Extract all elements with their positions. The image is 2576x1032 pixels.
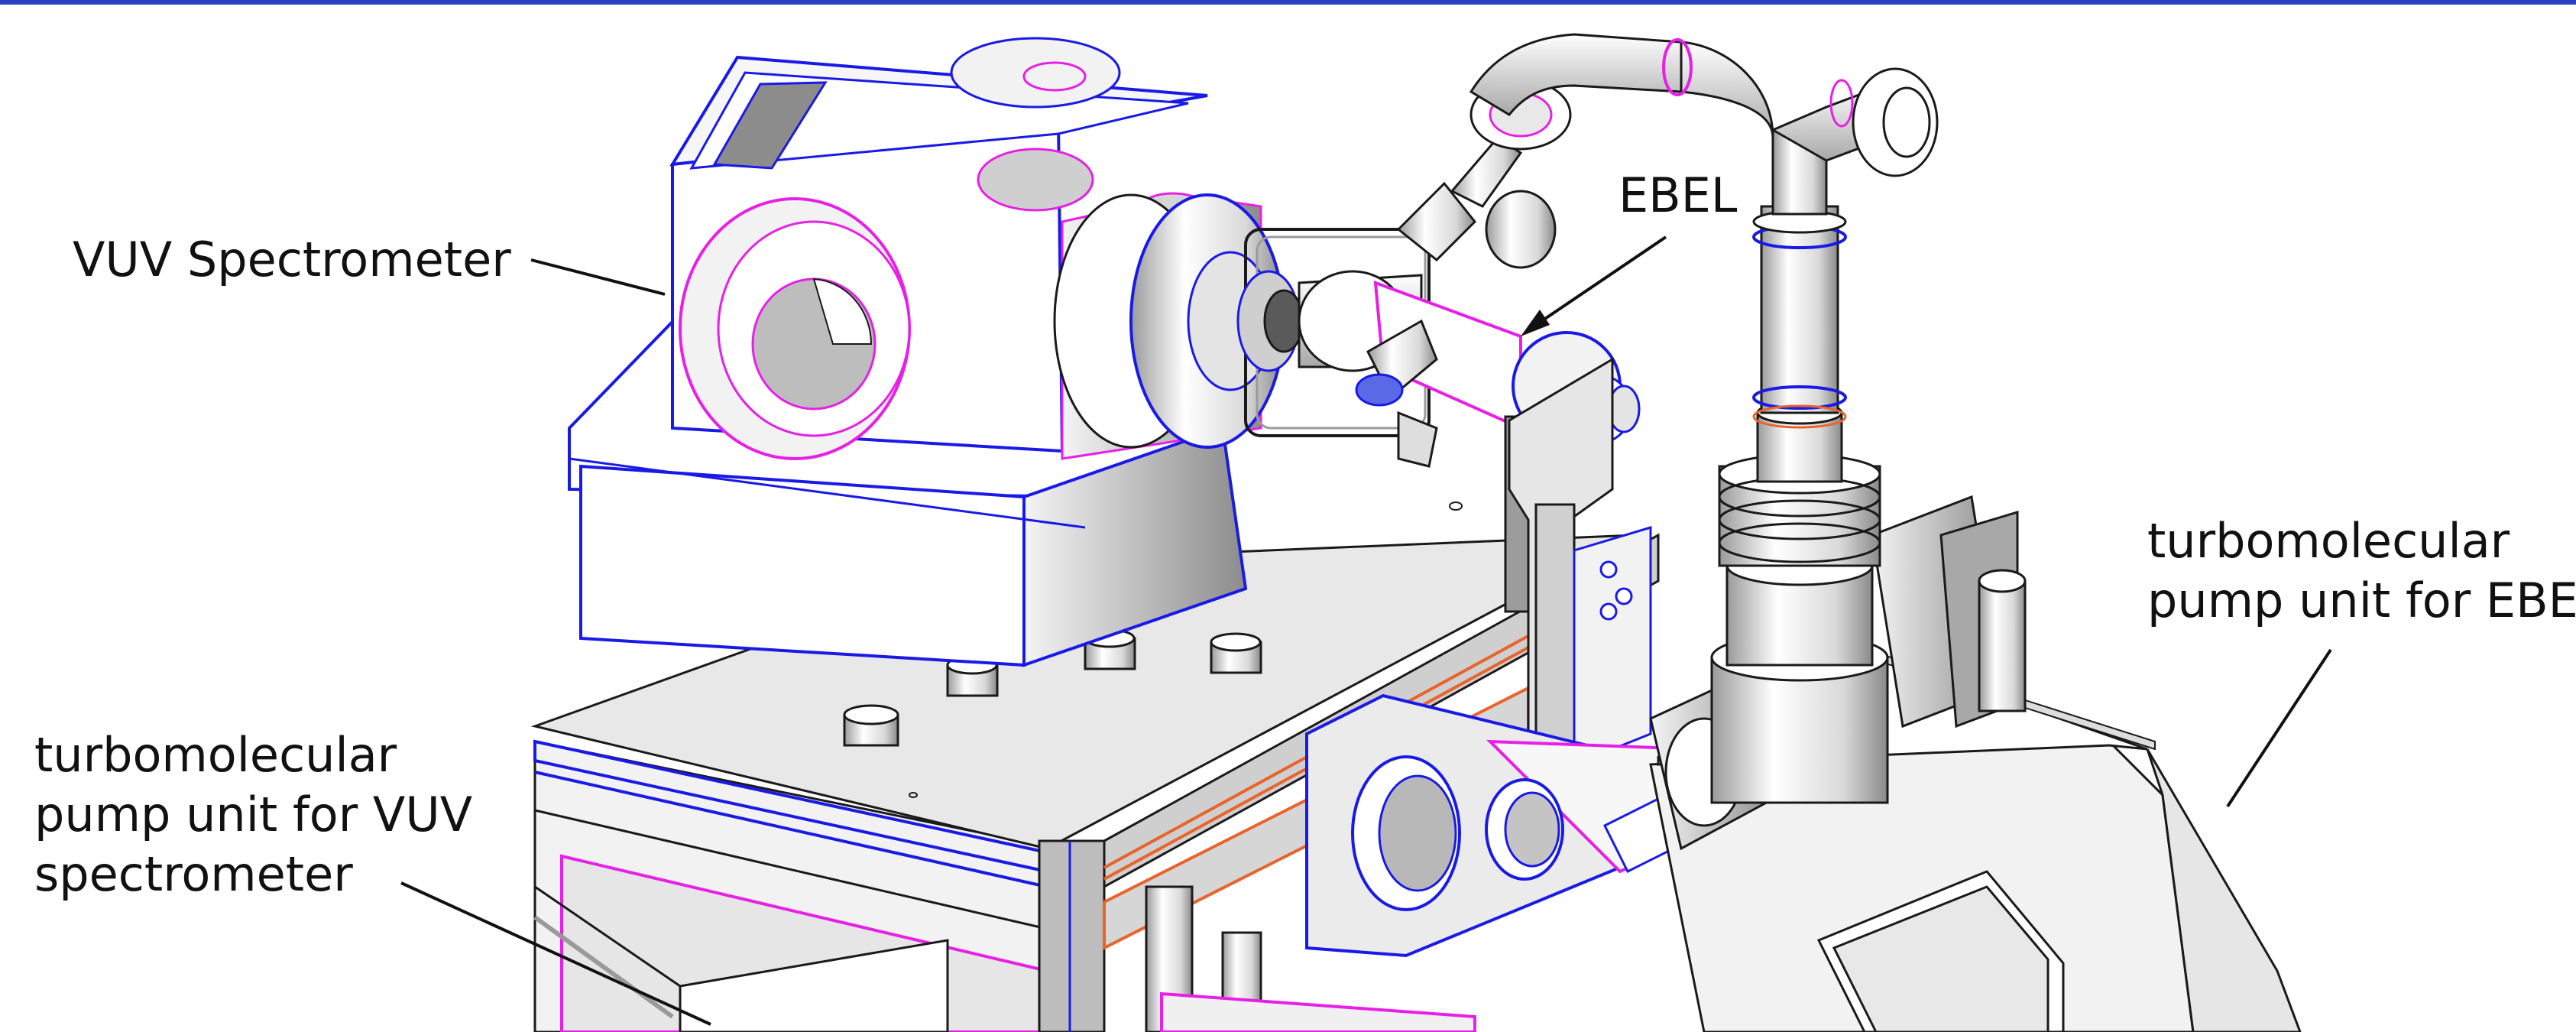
label-pump-ebel-line1: turbomolecular: [2147, 513, 2510, 569]
arrowhead-ebel: [1521, 310, 1550, 336]
mounting-bracket: [1305, 693, 1706, 958]
label-pump-vuv-line3: spectrometer: [34, 846, 353, 902]
leader-pump-ebel: [2226, 648, 2332, 808]
label-ebel: EBEL: [1619, 167, 1738, 223]
vuv-spectrometer: [568, 37, 1285, 667]
leader-lines: [400, 235, 2332, 1026]
label-vuv-spectrometer: VUV Spectrometer: [73, 232, 511, 287]
top-frame-bar: [0, 0, 2576, 5]
leader-vuv-spectrometer: [530, 258, 666, 296]
label-pump-ebel-line2: pump unit for EBEL: [2147, 573, 2576, 628]
leader-ebel: [1534, 235, 1667, 326]
pump-column: [1469, 33, 1939, 804]
leader-pump-vuv: [400, 881, 711, 1026]
table-frame: [530, 533, 1660, 1032]
label-pump-vuv-line2: pump unit for VUV: [34, 787, 473, 842]
label-pump-vuv-line1: turbomolecular: [34, 727, 397, 783]
ebel-source: [1236, 79, 1652, 774]
